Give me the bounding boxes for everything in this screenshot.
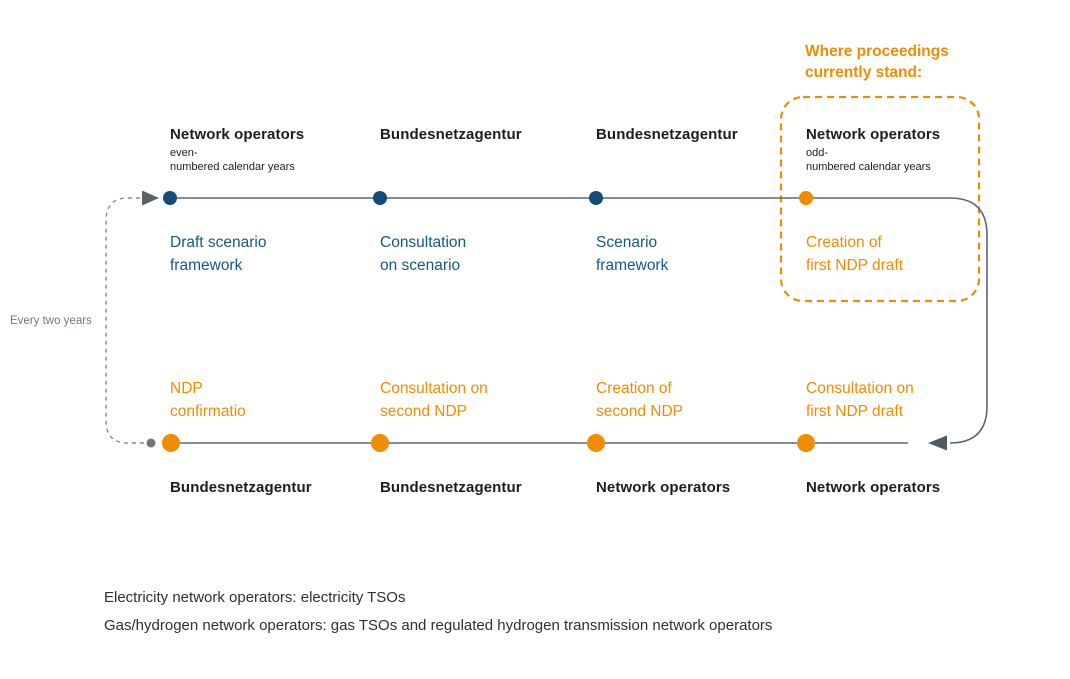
milestone-dot-consultation-on-scenario (373, 191, 387, 205)
footnote-electricity: Electricity network operators: electrici… (104, 589, 406, 606)
top-actor-1: Network operators (170, 126, 305, 143)
bottom-step-1-label: NDP confirmatio (170, 380, 246, 420)
top-actor-4: Network operators (806, 126, 941, 143)
bottom-actor-3: Network operators (596, 479, 731, 496)
cycle-loop-start-dot (146, 438, 156, 448)
cycle-label: Every two years (10, 315, 92, 327)
bottom-step-4-label: Consultation on first NDP draft (806, 380, 914, 420)
timeline-top-line (170, 197, 988, 444)
milestone-dot-consultation-second-ndp (371, 434, 389, 452)
milestone-dot-creation-second-ndp (587, 434, 605, 452)
bottom-actor-2: Bundesnetzagentur (380, 479, 522, 496)
milestone-dot-creation-first-ndp-draft (799, 191, 813, 205)
arrow-right-icon (142, 190, 159, 206)
top-actor-2: Bundesnetzagentur (380, 126, 522, 143)
milestone-dot-scenario-framework (589, 191, 603, 205)
top-step-4-label: Creation of first NDP draft (806, 234, 904, 274)
current-position-heading: Where proceedings currently stand: (805, 43, 949, 81)
bottom-actor-1: Bundesnetzagentur (170, 479, 312, 496)
top-step-2-label: Consultation on scenario (380, 234, 467, 274)
bottom-actor-4: Network operators (806, 479, 941, 496)
arrow-left-icon (928, 435, 947, 451)
top-actor-3: Bundesnetzagentur (596, 126, 738, 143)
bottom-step-2-label: Consultation on second NDP (380, 380, 488, 420)
top-step-3-label: Scenario framework (596, 234, 669, 274)
top-step-1-label: Draft scenario framework (170, 234, 267, 274)
milestone-dot-ndp-confirmation (162, 434, 180, 452)
top-actor-4-note: odd- numbered calendar years (806, 147, 931, 173)
bottom-step-3-label: Creation of second NDP (596, 380, 684, 420)
milestone-dot-consultation-first-ndp-draft (797, 434, 815, 452)
milestone-dot-draft-scenario-framework (163, 191, 177, 205)
footnote-gas-hydrogen: Gas/hydrogen network operators: gas TSOs… (104, 617, 773, 634)
cycle-loop-path (105, 197, 144, 444)
top-actor-1-note: even- numbered calendar years (170, 147, 295, 173)
current-position-box (779, 95, 981, 303)
